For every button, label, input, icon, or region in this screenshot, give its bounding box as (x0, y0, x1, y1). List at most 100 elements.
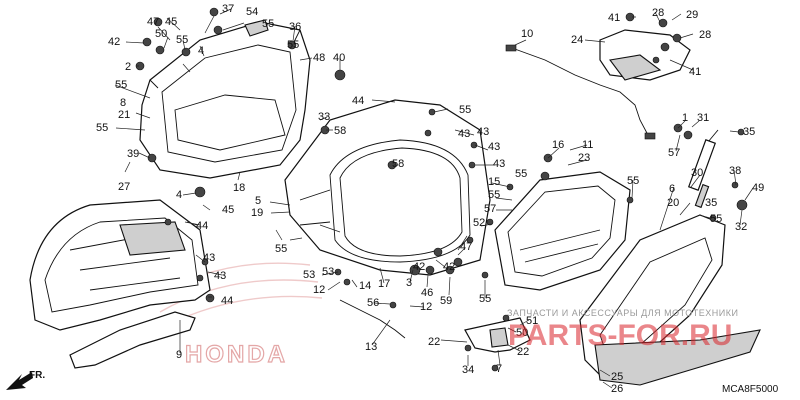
front-label: FR. (29, 370, 45, 381)
callout-55: 55 (176, 34, 188, 46)
callout-45: 45 (165, 16, 177, 28)
callout-43-b: 43 (477, 126, 489, 138)
callout-57: 57 (484, 203, 496, 215)
watermark-logo: PARTS-FOR.RU (508, 319, 732, 352)
callout-50: 50 (155, 28, 167, 40)
callout-1: 1 (682, 112, 688, 124)
callout-10: 10 (521, 28, 533, 40)
callout-43: 43 (203, 252, 215, 264)
lid-damper (687, 129, 719, 209)
callout-47: 47 (460, 241, 472, 253)
cable-end-upper (505, 44, 517, 52)
callout-44: 44 (221, 295, 233, 307)
callout-59: 59 (440, 295, 452, 307)
callout-42: 42 (108, 36, 120, 48)
callout-42-mid: 42 (413, 261, 425, 273)
leader-lines (114, 8, 754, 389)
callout-55: 55 (262, 18, 274, 30)
callout-23: 23 (578, 152, 590, 164)
watermark-tagline: ЗАПЧАСТИ И АКСЕССУАРЫ ДЛЯ МОТОТЕХНИКИ (507, 308, 738, 318)
lid-latch-assembly (599, 29, 691, 81)
callout-58: 58 (392, 158, 404, 170)
callout-43: 43 (488, 141, 500, 153)
lid-hinge (464, 317, 531, 353)
callout-26: 26 (611, 383, 623, 395)
callout-4: 4 (176, 189, 182, 201)
callout-20: 20 (667, 197, 679, 209)
callout-14: 14 (359, 280, 371, 292)
callout-56: 56 (367, 297, 379, 309)
case-liner-frame (284, 99, 491, 276)
callout-12: 12 (420, 301, 432, 313)
callout-46: 46 (421, 287, 433, 299)
saddlebag-outer-shell (29, 199, 211, 331)
callout-57: 57 (668, 147, 680, 159)
callout-35: 35 (705, 197, 717, 209)
callout-5: 5 (255, 195, 261, 207)
callout-43: 43 (458, 128, 470, 140)
callout-19: 19 (251, 207, 263, 219)
callout-34: 34 (462, 364, 474, 376)
callout-22: 22 (517, 346, 529, 358)
callout-55: 55 (115, 79, 127, 91)
callout-35: 35 (743, 126, 755, 138)
callout-15: 15 (488, 176, 500, 188)
callout-27: 27 (118, 181, 130, 193)
callout-53-b: 53 (322, 266, 334, 278)
callout-30: 30 (691, 167, 703, 179)
honda-brand-mark: HONDA (185, 341, 288, 368)
lid-inner-frame (494, 171, 631, 291)
callout-9: 9 (176, 349, 182, 361)
callout-2: 2 (125, 61, 131, 73)
callout-47: 47 (147, 16, 159, 28)
callout-21: 21 (118, 109, 130, 121)
lid-check-strap (339, 299, 406, 339)
front-direction-arrow: FR. (6, 370, 45, 390)
callout-37: 37 (222, 3, 234, 15)
callout-51: 51 (526, 315, 538, 327)
callout-55: 55 (275, 243, 287, 255)
callout-55: 55 (459, 104, 471, 116)
callout-49: 49 (752, 182, 764, 194)
callout-40: 40 (333, 52, 345, 64)
callout-54: 54 (246, 6, 258, 18)
callout-55: 55 (287, 39, 299, 51)
callout-17: 17 (378, 278, 390, 290)
callout-43: 43 (214, 270, 226, 282)
callout-36: 36 (289, 21, 301, 33)
callout-24: 24 (571, 34, 583, 46)
callout-31: 31 (697, 112, 709, 124)
callout-55-lid: 55 (515, 168, 527, 180)
callout-18: 18 (233, 182, 245, 194)
callout-32: 32 (735, 221, 747, 233)
callout-48: 48 (313, 52, 325, 64)
diagram-code: MCA8F5000 (722, 384, 779, 395)
callout-labels: 47 45 37 54 55 42 50 55 2 4 36 55 48 40 … (96, 3, 764, 395)
callout-11: 11 (582, 139, 593, 151)
callout-44: 44 (352, 95, 364, 107)
callout-13: 13 (365, 341, 377, 353)
lid-trim-strip (594, 329, 761, 386)
callout-45: 45 (222, 204, 234, 216)
case-seal-gasket (69, 311, 196, 369)
callout-25: 25 (611, 371, 623, 383)
callout-38: 38 (729, 165, 741, 177)
callout-12: 12 (313, 284, 325, 296)
callout-43: 43 (493, 158, 505, 170)
callout-50: 50 (516, 327, 528, 339)
callout-29: 29 (686, 9, 698, 21)
callout-8: 8 (120, 97, 126, 109)
callout-28: 28 (699, 29, 711, 41)
callout-4: 4 (198, 45, 204, 57)
callout-6: 6 (669, 183, 675, 195)
callout-28: 28 (652, 7, 664, 19)
callout-33: 33 (318, 111, 330, 123)
callout-55: 55 (627, 175, 639, 187)
callout-7: 7 (496, 363, 502, 375)
callout-55: 55 (479, 293, 491, 305)
callout-3: 3 (406, 277, 412, 289)
callout-16: 16 (552, 139, 564, 151)
callout-22: 22 (428, 336, 440, 348)
callout-55: 55 (96, 122, 108, 134)
